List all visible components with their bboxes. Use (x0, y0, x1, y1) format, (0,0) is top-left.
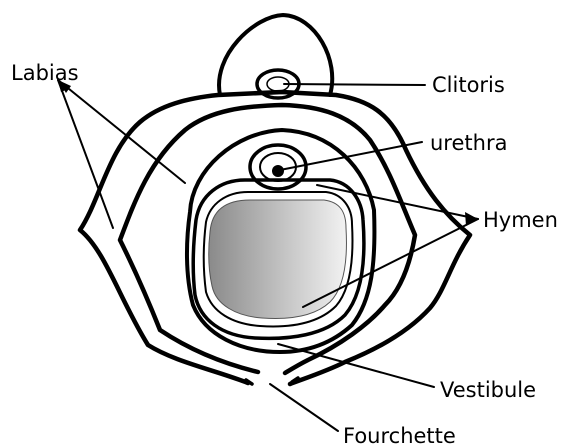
label-hymen: Hymen (483, 208, 558, 232)
label-clitoris: Clitoris (432, 73, 505, 97)
clitoris-leader (284, 84, 425, 85)
vaginal-opening (209, 200, 347, 318)
urethra-opening (272, 165, 284, 177)
fourchette-leader (270, 384, 338, 431)
label-urethra: urethra (430, 131, 507, 155)
label-fourchette: Fourchette (343, 424, 456, 448)
label-labias: Labias (11, 61, 79, 85)
label-vestibule: Vestibule (440, 378, 536, 402)
hood-outline (219, 15, 332, 95)
hymen-arrowhead (465, 212, 478, 226)
